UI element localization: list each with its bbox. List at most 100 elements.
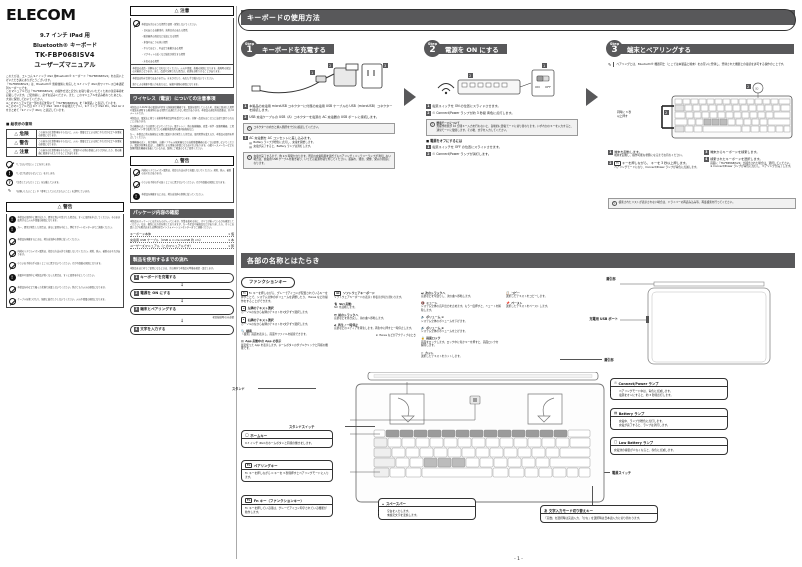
step-3-item-4: 4 検索されたキーボードを選択します。 画面に「TK-FBP068ISV4」が検… <box>704 157 793 169</box>
volume-down-icon: 🔈 <box>421 315 425 320</box>
battery-lamp-callout: ▤ Battery ランプ 充電中、ランプが橙色に点灯します。 充電が完了すると… <box>610 408 728 430</box>
mandatory-icon: ! <box>6 170 13 178</box>
caution-para: 本製品の改造・分解をおこなわないでください。火災や感電、故障の原因になります。故… <box>131 64 233 74</box>
column-cover: ELECOM 9.7 インチ iPad 用 Bluetooth® キーボード T… <box>6 6 124 559</box>
stand-switch-label: スタンドスイッチ <box>289 425 315 429</box>
fn-item: ▤App 起動中の App の表示 最近使った App を表示します。ホームボタ… <box>241 339 328 351</box>
cut-icon: ✂ <box>421 350 424 355</box>
flow-arrow-icon: ⭣ <box>180 282 184 289</box>
legend-item: 「してはいけない」ことを示します。 <box>6 161 124 169</box>
step-1-instructions: 1 本製品の充電用 microUSB コネクターに付属の充電用 USB ケーブル… <box>243 104 395 171</box>
flow-step-1[interactable]: 1 キーボードを充電する <box>130 272 234 283</box>
cover-intro: このたびは、エレコム 9.7 インチ iPad 用Bluetooth® キーボー… <box>6 75 124 113</box>
table-row: △ 警告 この表示の注意事項を守らないと、火災・感電などによる死亡や大けがなど人… <box>6 138 124 149</box>
wireless-heading: ワイヤレス（電波）についての注意事項 <box>130 94 234 104</box>
wireless-para: 本製品は、電波法に基づく技術基準適合証明を受けています。分解・改造をおこなうと法… <box>130 116 234 123</box>
mandatory-icon: ! <box>132 193 140 201</box>
step-arrow-2-icon <box>586 88 598 106</box>
prohibition-icon <box>8 262 16 270</box>
prohibition-icon <box>8 298 16 306</box>
mute-icon: 🔇 <box>421 301 425 306</box>
wireless-warning-header: △ 警告 <box>130 155 234 166</box>
warning-list-item: 小さいお子様の手の届くところに置かないでください。けがや誤飲の原因になります。 <box>131 180 233 190</box>
product-line1: 9.7 インチ iPad 用 <box>40 33 90 39</box>
leader-line <box>592 486 593 505</box>
package-heading: パッケージ内容の確認 <box>130 208 234 218</box>
warning-list-item: 内蔵のリチウムイオン電池は、指定の方法以外で充電しないでください。発熱、発火、破… <box>131 168 233 178</box>
warning-triangle-icon: △ <box>174 157 179 164</box>
fn-column-4: 📋コピー 選択したテキストをコピーします。 📌ペースト 選択したテキストをペース… <box>506 291 564 362</box>
flow-arrow-icon: ⭣ <box>180 318 184 325</box>
search-icon: 🔍 <box>241 328 245 333</box>
flow-step-3[interactable]: 3 端末とペアリングする <box>130 304 234 315</box>
play-pause-icon: ⏯ <box>334 323 337 328</box>
flow-step-4[interactable]: 4 文字を入力する <box>130 324 234 335</box>
svg-text:2: 2 <box>329 64 331 68</box>
connect-power-lamp-icon: ☉ <box>432 111 436 116</box>
wireless-para: 本製品は 2.4GHz 帯の電波を利用する無線通信機器です。電波を使用しているた… <box>130 105 234 115</box>
flow-heading: 製品を使用するまでの流れ <box>130 255 234 265</box>
elecom-logo: ELECOM <box>6 6 76 24</box>
screen-lock-icon: 🔒 <box>421 336 425 341</box>
fn-item: ⌨ソフトウェアキーボード ソフトウェアキーボードの表示 / 非表示が切り替わりま… <box>334 290 404 299</box>
fn-column-1: Fn Fn キーを押しながら、グレーでアイコンが配置されているキーを押すことで、… <box>241 290 328 351</box>
reference-icon: ✎ <box>7 188 12 194</box>
fn-column-3: ⏭次のトラックへ 音楽などを早送りし、次の曲へ移動します。 🔇ミュート システム… <box>421 291 501 362</box>
function-keys-heading: ファンクションキー <box>241 276 295 288</box>
flow-step-2[interactable]: 2 電源を ON にする <box>130 288 234 299</box>
battery-lamp-icon: ▤ <box>249 141 252 146</box>
warning-list-item: ! 本製品の使用中に煙が出たり、異常な臭いや音がした場合は、すぐに使用を中止して… <box>7 214 123 223</box>
mandatory-icon: ! <box>8 274 16 282</box>
svg-text:OFF: OFF <box>545 85 551 89</box>
attention-icon: ? <box>611 201 617 206</box>
fn-key-icon: Fn <box>245 497 253 503</box>
legend-item: ? 「注意していただくこと」を記載しています。 <box>6 179 124 187</box>
step-3-note: ✎ ペアリングとは、Bluetooth® 機器同士（ここでは本製品と端末）をお互… <box>608 62 786 67</box>
stand-label: スタンド <box>232 387 245 391</box>
table-row: △ 危険 この表示の注意事項を守らないと、火災・感電などによる死亡や大けがなど人… <box>6 128 124 140</box>
fn-key-callout: Fn Fn キー（ファンクションキー） Fn キーを押している間は、グレーでアイ… <box>241 495 333 517</box>
fn-item: ⏭次のトラックへ 音楽などを早送りし、次の曲へ移動します。 <box>421 290 473 298</box>
pairing-key-icon: Fn <box>245 462 253 468</box>
attention-icon: ? <box>246 154 252 160</box>
step-1-chip: Step 1 キーボードを充電する <box>241 40 401 57</box>
space-bar-icon: ␣ <box>382 501 385 506</box>
step-2-power-save-note: ? 節電モードについて 無操作状態が 10 分間キー入力を行わないと、自動的に節… <box>426 118 578 136</box>
prohibition-icon <box>8 286 16 294</box>
caution-para: 本製品は防水仕様ではありません。水をかけたり、ぬれた手で触らないでください。 <box>131 74 233 81</box>
danger-row-text: この表示の注意事項を守らないと、火災・感電などによる死亡や大けがなど人身事故の原… <box>36 128 124 140</box>
svg-text:3: 3 <box>384 64 386 68</box>
step-2-title: 電源を ON にする <box>437 43 507 54</box>
warning-triangle-icon: △ <box>14 150 18 156</box>
connect-power-lamp-icon: ☉ <box>614 381 618 386</box>
product-model: TK-FBP068ISV4 <box>35 51 95 60</box>
keyboard-illustration <box>240 371 610 507</box>
prohibition-icon <box>132 169 140 177</box>
step-2-off-item-2: 2 ☉ Connect/Power ランプが消灯します。 <box>426 151 491 157</box>
fn-item: 🔇ミュート システム全体の音声出力を止めます。もう一度押すと、ミュートを解除しま… <box>421 301 501 312</box>
attention-icon: ? <box>429 121 435 127</box>
app-switch-icon: ▤ <box>241 339 244 344</box>
step-3-right-instructions: 3 端末からキーボードを検索します。 4 検索されたキーボードを選択します。 画… <box>704 150 796 172</box>
caution-list-item: 本製品を次のような場所で使用・保管しないでください。 ・日のあたる自動車内、直射… <box>131 18 233 64</box>
caution-para: 落下による衝撃や強い力を加えると、破損や故障の原因となります。 <box>132 82 200 86</box>
parts-section-header: 各部の名称とはたらき <box>241 253 795 268</box>
svg-text:☉: ☉ <box>755 86 759 91</box>
step-1-item-1: 1 本製品の充電用 microUSB コネクターに付属の充電用 USB ケーブル… <box>243 104 393 113</box>
leader-line <box>258 388 316 389</box>
fn-item: 🎙Siri 起動 Siri を起動します。 <box>334 301 357 310</box>
next-track-icon: ⏭ <box>421 290 424 295</box>
package-item: キーボード本体 1 個 <box>130 231 234 237</box>
warning-triangle-icon: △ <box>57 204 62 211</box>
warning-triangle-icon: △ <box>14 132 18 138</box>
step-3-footer-note: ? 検索されたリストが表示されない場合は、ドライバーの再読み込み等、再度検索を行… <box>608 198 796 209</box>
step-2-badge: Step 2 <box>424 40 441 57</box>
groove-label: 溝引部 <box>606 277 616 281</box>
home-key-callout: ◯ ホームキー 9.7 インチ iPad のホームボタンと同様の働きをします。 <box>241 430 333 448</box>
select-text-left-icon: ◂ <box>241 305 247 312</box>
prohibition-icon <box>132 181 140 189</box>
volume-up-icon: 🔊 <box>421 325 425 330</box>
connect-power-lamp-icon: ☉ <box>432 151 436 156</box>
keyboard-svg <box>240 371 605 503</box>
warning-section-header: △ 警告 <box>6 202 124 213</box>
